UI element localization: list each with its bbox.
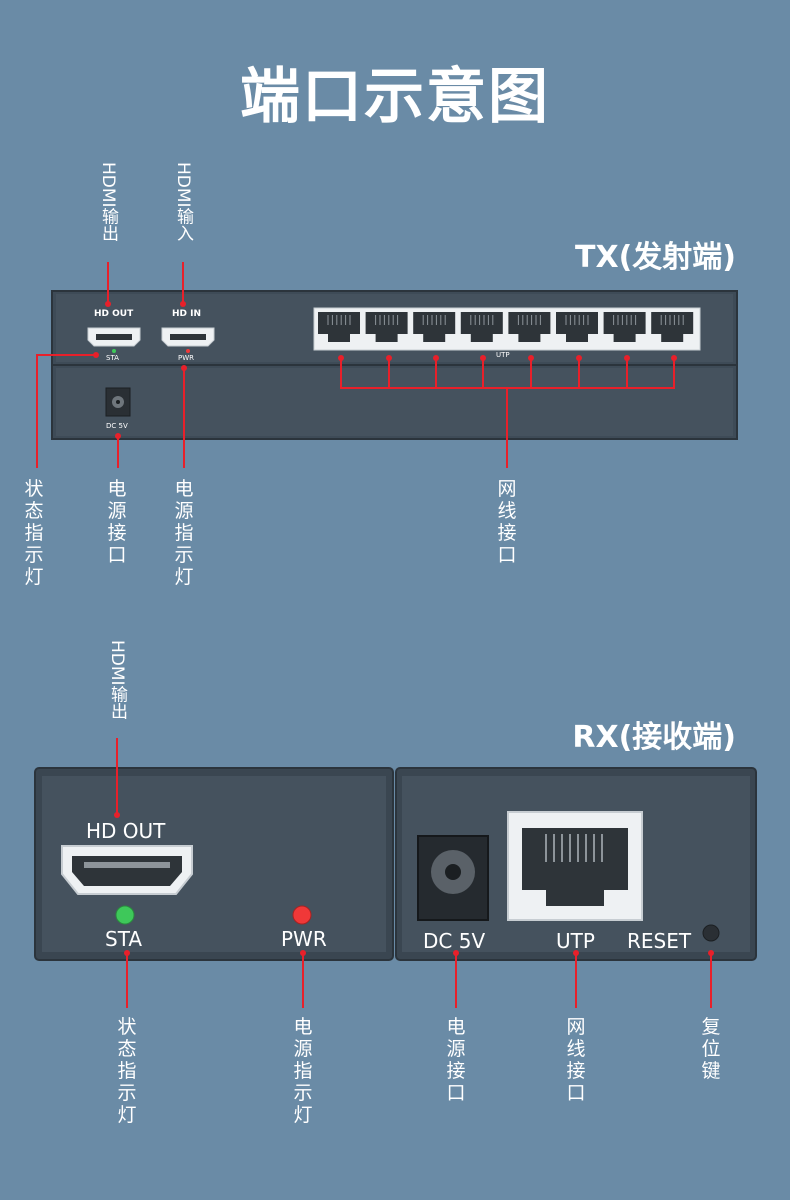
rx-dc5v-text: DC 5V [423,929,486,953]
tx-power-port-label: 电源接口 [107,478,127,566]
rx-callout-dots [114,812,714,956]
tx-hd-in-port [161,327,215,347]
tx-hd-out-port [87,327,141,347]
tx-heading: TX(发射端) [574,240,736,275]
rx-power-port-label: 电源接口 [446,1016,466,1104]
tx-rj45-port [460,312,503,342]
tx-sta-text: STA [106,354,119,362]
rx-callout-lines [116,738,712,1008]
tx-rj45-port [365,312,408,342]
rx-sta-text: STA [105,927,143,951]
tx-rj45-port [651,312,694,342]
rx-status-led-label: 状态指示灯 [117,1016,137,1126]
rx-reset-key-label: 复位键 [701,1016,721,1082]
tx-dc5v-text: DC 5V [106,422,128,430]
rx-hd-out-port [61,845,193,895]
tx-hdmi-out-label: HDMI输出 [98,162,118,242]
rx-heading: RX(接收端) [572,720,736,755]
rx-hd-out-text: HD OUT [86,819,166,843]
rx-network-port-label: 网线接口 [566,1016,586,1104]
tx-hdmi-in-label: HDMI输入 [173,162,193,242]
rx-sta-led [115,905,135,925]
tx-rj45-ports [318,312,694,342]
tx-callout-lines [36,262,675,468]
tx-device [51,290,738,440]
tx-rj45-port [603,312,646,342]
tx-rj45-port [556,312,598,342]
rx-pwr-led [292,905,312,925]
rx-utp-text: UTP [556,929,595,953]
rx-rj45-port [507,811,643,921]
tx-rj45-port [318,312,360,342]
rx-reset-button [702,924,720,942]
page-title: 端口示意图 [240,62,550,132]
tx-hd-in-text: HD IN [172,309,202,319]
rx-pwr-text: PWR [281,927,327,951]
tx-rj45-port [508,312,551,342]
tx-pwr-text: PWR [178,354,195,362]
tx-rj45-port [413,312,456,342]
tx-power-led-label: 电源指示灯 [174,478,194,588]
rx-power-led-label: 电源指示灯 [293,1016,313,1126]
tx-dc-jack [105,387,131,417]
rx-device [34,767,757,961]
tx-utp-text: UTP [496,351,510,359]
rx-dc-jack [417,835,489,921]
rx-reset-text: RESET [627,929,692,953]
tx-sta-led [112,349,116,353]
rx-hdmi-out-label: HDMI输出 [107,640,127,720]
tx-status-led-label: 状态指示灯 [24,478,44,588]
tx-network-port-label: 网线接口 [497,478,517,566]
tx-pwr-led [186,349,190,353]
tx-hd-out-text: HD OUT [94,309,134,319]
tx-callout-dots [93,301,677,439]
